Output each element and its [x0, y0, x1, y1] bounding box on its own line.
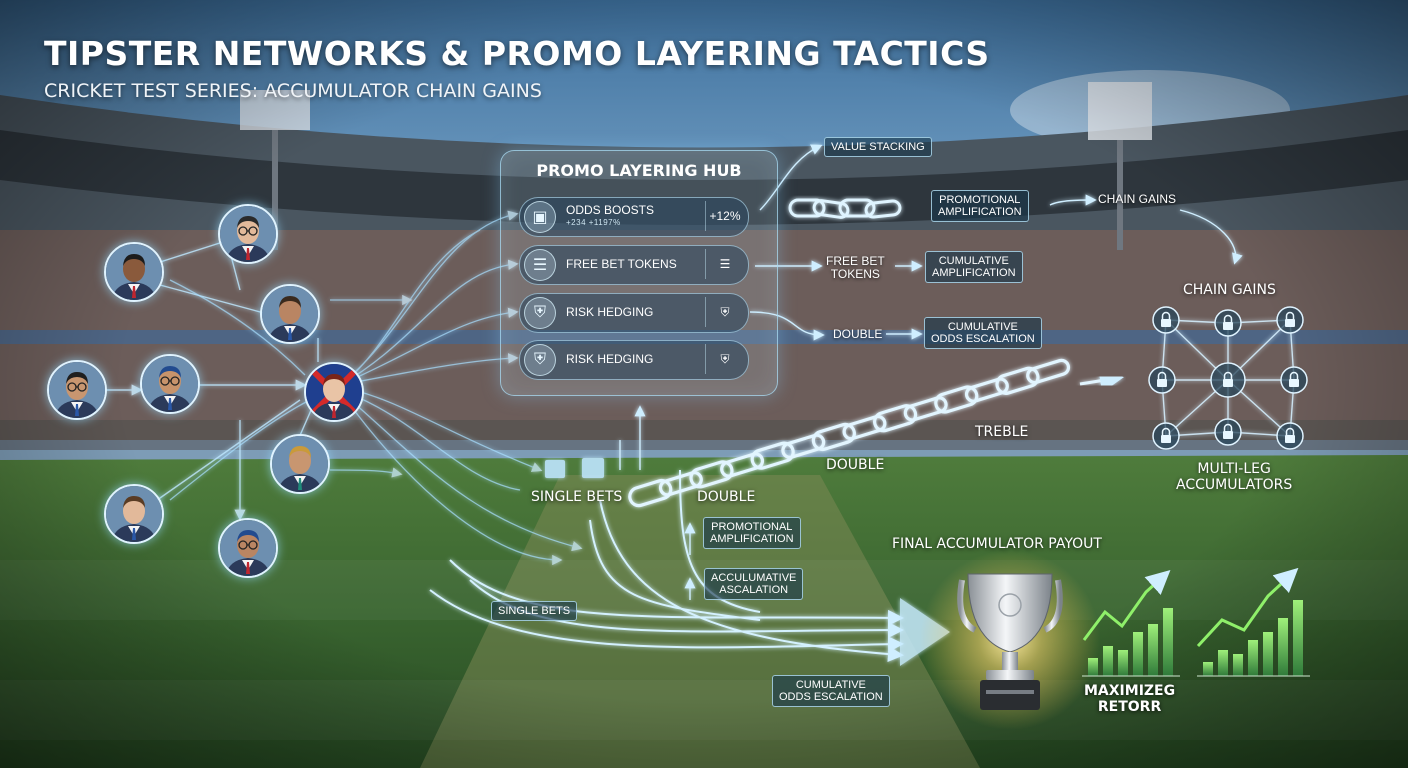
acculumative-ascalation-tag: ACCULUMATIVE ASCALATION — [704, 568, 804, 600]
lock-icon — [1280, 366, 1308, 394]
lock-icon — [1214, 309, 1242, 337]
tipster-avatar[interactable] — [47, 360, 107, 420]
double-chain-label: DOUBLE — [826, 457, 885, 473]
hub-row-label: RISK HEDGING — [566, 352, 654, 366]
hub-row-label: ODDS BOOSTS — [566, 203, 655, 217]
growth-bar — [1103, 646, 1113, 676]
chain-gains-arrow-label: CHAIN GAINS — [1098, 192, 1177, 206]
tipster-avatar[interactable] — [140, 354, 200, 414]
lock-icon — [1152, 306, 1180, 334]
bar-chart-icon — [1082, 569, 1180, 677]
promotional-amplification-low-tag: PROMOTIONAL AMPLIFICATION — [703, 517, 801, 549]
stack-icon: ▣ — [524, 201, 556, 233]
cumulative-odds-escalation-bottom-tag: CUMULATIVE ODDS ESCALATION — [772, 675, 890, 707]
growth-bar — [1233, 654, 1243, 676]
page-subtitle: CRICKET TEST SERIES: ACCUMULATOR CHAIN G… — [44, 80, 542, 102]
growth-bar — [1118, 650, 1128, 676]
growth-bar — [1163, 608, 1173, 676]
shield-icon: ⛨ — [705, 297, 744, 327]
growth-arrow — [1196, 567, 1299, 648]
growth-bar — [1133, 632, 1143, 676]
lock-icon — [1214, 418, 1242, 446]
multi-leg-accumulators-label: MULTI-LEG ACCUMULATORS — [1176, 461, 1293, 493]
double-label: DOUBLE — [833, 327, 883, 341]
chain-gains-title: CHAIN GAINS — [1183, 282, 1276, 298]
lock-icon — [1148, 366, 1176, 394]
shield-icon: ⛨ — [524, 297, 556, 329]
promotional-amplification-tag: PROMOTIONAL AMPLIFICATION — [931, 190, 1029, 222]
tipster-avatar[interactable] — [260, 284, 320, 344]
single-bets-tag: SINGLE BETS — [491, 601, 578, 621]
tipster-avatar[interactable] — [218, 204, 278, 264]
value-stacking-tag: VALUE STACKING — [824, 137, 932, 157]
hub-row-sublabel: +234 +1197% — [566, 218, 621, 227]
tipster-avatar[interactable] — [104, 242, 164, 302]
tokens-icon: ☰ — [524, 249, 556, 281]
final-payout-title: FINAL ACCUMULATOR PAYOUT — [892, 536, 1102, 552]
lock-icon — [1152, 422, 1180, 450]
lock-icon — [1276, 422, 1304, 450]
lock-icon — [1210, 362, 1246, 398]
growth-bar — [1203, 662, 1213, 676]
tipster-avatar[interactable] — [270, 434, 330, 494]
growth-bar — [1293, 600, 1303, 676]
bet-slip-icon — [545, 458, 604, 478]
growth-bar — [1148, 624, 1158, 676]
hub-row-free-bet-tokens[interactable]: ☰ FREE BET TOKENS ☰ — [519, 245, 749, 285]
shield-icon: ⛨ — [705, 344, 744, 374]
free-bet-tokens-label: FREE BET TOKENS — [826, 254, 885, 281]
maximized-return-label: MAXIMIZEG RETORR — [1084, 683, 1176, 715]
treble-label: TREBLE — [975, 424, 1029, 440]
growth-bar — [1218, 650, 1228, 676]
bar-chart-icon — [1196, 567, 1310, 677]
promo-layering-hub: PROMO LAYERING HUB ▣ ODDS BOOSTS +234 +1… — [500, 150, 778, 396]
hub-title: PROMO LAYERING HUB — [536, 161, 742, 180]
tipster-avatar[interactable] — [304, 362, 364, 422]
growth-bar — [1278, 618, 1288, 676]
cumulative-amplification-tag: CUMULATIVE AMPLIFICATION — [925, 251, 1023, 283]
hub-row-risk-hedging[interactable]: ⛨ RISK HEDGING ⛨ — [519, 340, 749, 380]
growth-bar — [1263, 632, 1273, 676]
page-title: TIPSTER NETWORKS & PROMO LAYERING TACTIC… — [44, 34, 990, 73]
lock-icon — [1276, 306, 1304, 334]
hub-row-label: RISK HEDGING — [566, 305, 654, 319]
tipster-avatar[interactable] — [218, 518, 278, 578]
odds-boost-value: +12% — [705, 201, 744, 231]
shield-icon: ⛨ — [524, 344, 556, 376]
growth-bar — [1248, 640, 1258, 676]
growth-arrow — [1082, 569, 1171, 641]
double-lower-label: DOUBLE — [697, 489, 756, 505]
tokens-icon: ☰ — [705, 249, 744, 279]
chain-icon — [628, 358, 1071, 508]
hub-row-label: FREE BET TOKENS — [566, 257, 677, 271]
single-bets-label: SINGLE BETS — [531, 489, 623, 505]
hub-row-risk-hedging[interactable]: ⛨ RISK HEDGING ⛨ — [519, 293, 749, 333]
cumulative-odds-escalation-tag: CUMULATIVE ODDS ESCALATION — [924, 317, 1042, 349]
chain-icon — [788, 198, 902, 219]
hub-row-odds-boosts[interactable]: ▣ ODDS BOOSTS +234 +1197% +12% — [519, 197, 749, 237]
tipster-avatar[interactable] — [104, 484, 164, 544]
growth-bar — [1088, 658, 1098, 676]
trophy-icon — [957, 573, 1063, 710]
